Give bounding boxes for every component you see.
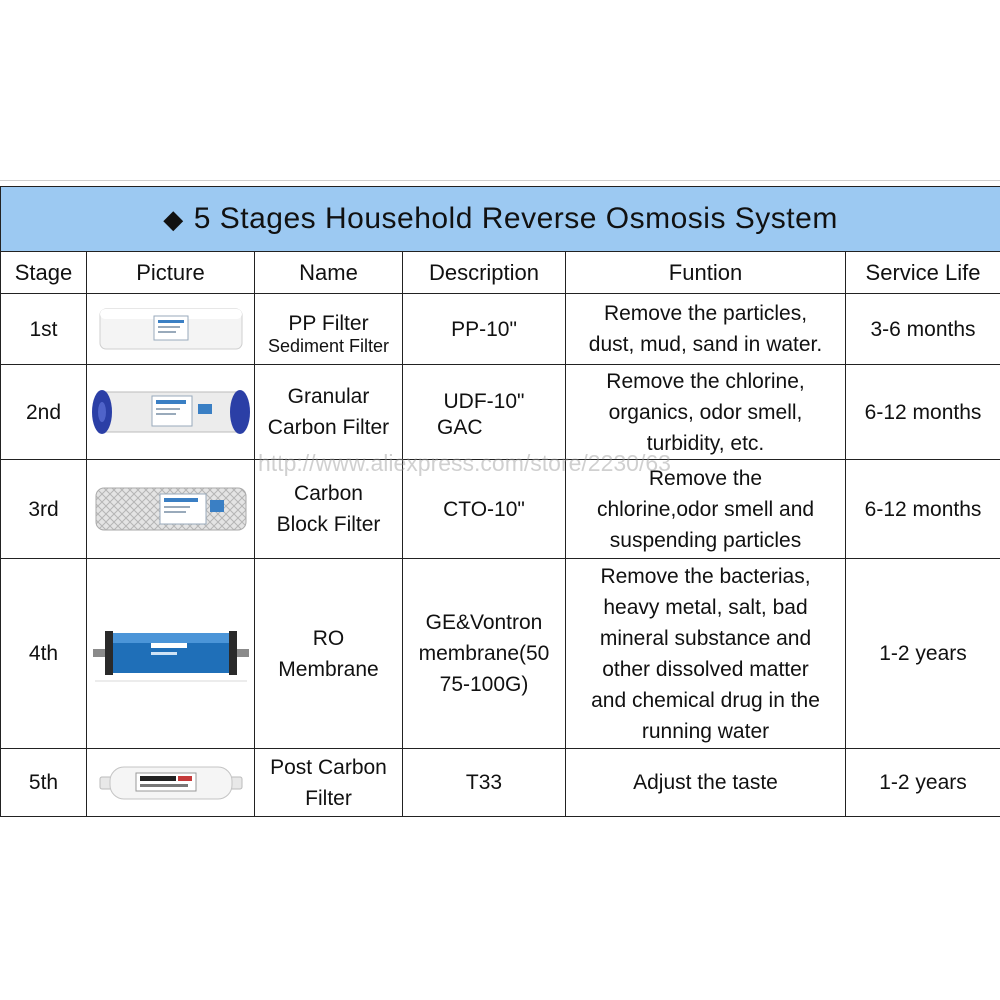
name-cell: Post Carbon Filter — [254, 748, 403, 817]
sheet-top-gridline — [0, 180, 1000, 187]
function-line: organics, odor smell, — [608, 400, 803, 424]
ro-system-table-container: ◆ 5 Stages Household Reverse Osmosis Syst… — [0, 186, 1000, 817]
function-line: and chemical drug in the — [591, 688, 820, 712]
name-line: Block Filter — [276, 513, 381, 536]
picture-cell — [86, 459, 255, 559]
function-line: Remove the — [648, 466, 763, 490]
name-line: PP Filter — [288, 312, 369, 335]
ro-membrane-icon — [92, 630, 249, 681]
name-line: Filter — [305, 786, 352, 810]
inline-post-carbon-filter-icon — [99, 766, 242, 799]
name-line: Granular — [287, 385, 370, 408]
stage-cell: 1st — [0, 293, 87, 365]
description-line: 75-100G) — [439, 673, 529, 696]
header-name: Name — [254, 251, 403, 294]
table-row: 4th RO Membrane GE&Vontr — [0, 558, 1000, 749]
ro-system-table: ◆ 5 Stages Household Reverse Osmosis Syst… — [0, 186, 1000, 817]
function-line: other dissolved matter — [602, 657, 809, 681]
service-life-cell: 6-12 months — [844, 459, 1000, 559]
stage-cell: 2nd — [0, 364, 87, 460]
picture-cell — [86, 293, 255, 365]
service-life-cell: 3-6 months — [844, 293, 1000, 365]
stage-cell: 4th — [0, 558, 87, 749]
stage-cell: 3rd — [0, 459, 87, 559]
header-description: Description — [402, 251, 566, 294]
name-line: Carbon — [294, 482, 363, 505]
header-picture: Picture — [86, 251, 255, 294]
service-life-cell: 6-12 months — [844, 364, 1000, 460]
function-cell: Remove the particles, dust, mud, sand in… — [565, 293, 846, 365]
name-line: Carbon Filter — [267, 416, 390, 439]
table-title: ◆ 5 Stages Household Reverse Osmosis Syst… — [0, 186, 1000, 252]
name-cell: RO Membrane — [254, 558, 403, 749]
table-row: 5th Post Carbon Filter T33 Adjust the ta… — [0, 748, 1000, 817]
title-text: 5 Stages Household Reverse Osmosis Syste… — [193, 202, 838, 235]
stage-cell: 5th — [0, 748, 87, 817]
name-cell: Granular Carbon Filter — [254, 364, 403, 460]
function-line: heavy metal, salt, bad — [603, 595, 808, 619]
white-sediment-cartridge-icon — [99, 308, 242, 350]
blue-capped-carbon-cartridge-icon — [91, 390, 250, 434]
table-row: 2nd Granular Carbon Filter — [0, 364, 1000, 460]
diamond-bullet-icon: ◆ — [163, 204, 184, 234]
header-function: Funtion — [565, 251, 846, 294]
name-line-small: Sediment Filter — [267, 336, 390, 356]
description-line: GAC — [437, 416, 483, 439]
function-cell: Remove the chlorine, organics, odor smel… — [565, 364, 846, 460]
function-line: running water — [641, 719, 770, 743]
function-line: Remove the chlorine, — [606, 369, 805, 393]
function-cell: Remove the chlorine,odor smell and suspe… — [565, 459, 846, 559]
name-cell: Carbon Block Filter — [254, 459, 403, 559]
carbon-block-mesh-cartridge-icon — [95, 487, 246, 531]
description-line: membrane(50 — [418, 642, 550, 665]
function-line: mineral substance and — [599, 626, 812, 650]
name-line: Membrane — [278, 657, 379, 681]
function-line: Remove the bacterias, — [600, 564, 811, 588]
picture-cell — [86, 364, 255, 460]
service-life-cell: 1-2 years — [844, 558, 1000, 749]
function-line: suspending particles — [609, 528, 802, 552]
table-row: 1st PP Filter Sediment Filter PP-10" Rem… — [0, 293, 1000, 365]
description-line: UDF-10" — [443, 390, 525, 413]
description-line: GE&Vontron — [425, 611, 543, 634]
function-line: turbidity, etc. — [646, 431, 765, 455]
function-line: dust, mud, sand in water. — [588, 333, 823, 356]
name-line: RO — [312, 626, 345, 650]
picture-cell — [86, 748, 255, 817]
header-service-life: Service Life — [844, 251, 1000, 294]
description-cell: T33 — [402, 748, 566, 817]
description-cell: GE&Vontron membrane(50 75-100G) — [402, 558, 566, 749]
header-stage: Stage — [0, 251, 87, 294]
header-row: Stage Picture Name Description Funtion S… — [0, 251, 1000, 294]
service-life-cell: 1-2 years — [844, 748, 1000, 817]
table-row: 3rd Carbo — [0, 459, 1000, 559]
name-cell: PP Filter Sediment Filter — [254, 293, 403, 365]
description-cell: CTO-10" — [402, 459, 566, 559]
function-cell: Remove the bacterias, heavy metal, salt,… — [565, 558, 846, 749]
description-cell: UDF-10" GAC — [402, 364, 566, 460]
name-line: Post Carbon — [270, 755, 387, 779]
function-line: Remove the particles, — [603, 302, 808, 325]
function-cell: Adjust the taste — [565, 748, 846, 817]
description-cell: PP-10" — [402, 293, 566, 365]
picture-cell — [86, 558, 255, 749]
function-line: chlorine,odor smell and — [596, 497, 815, 521]
